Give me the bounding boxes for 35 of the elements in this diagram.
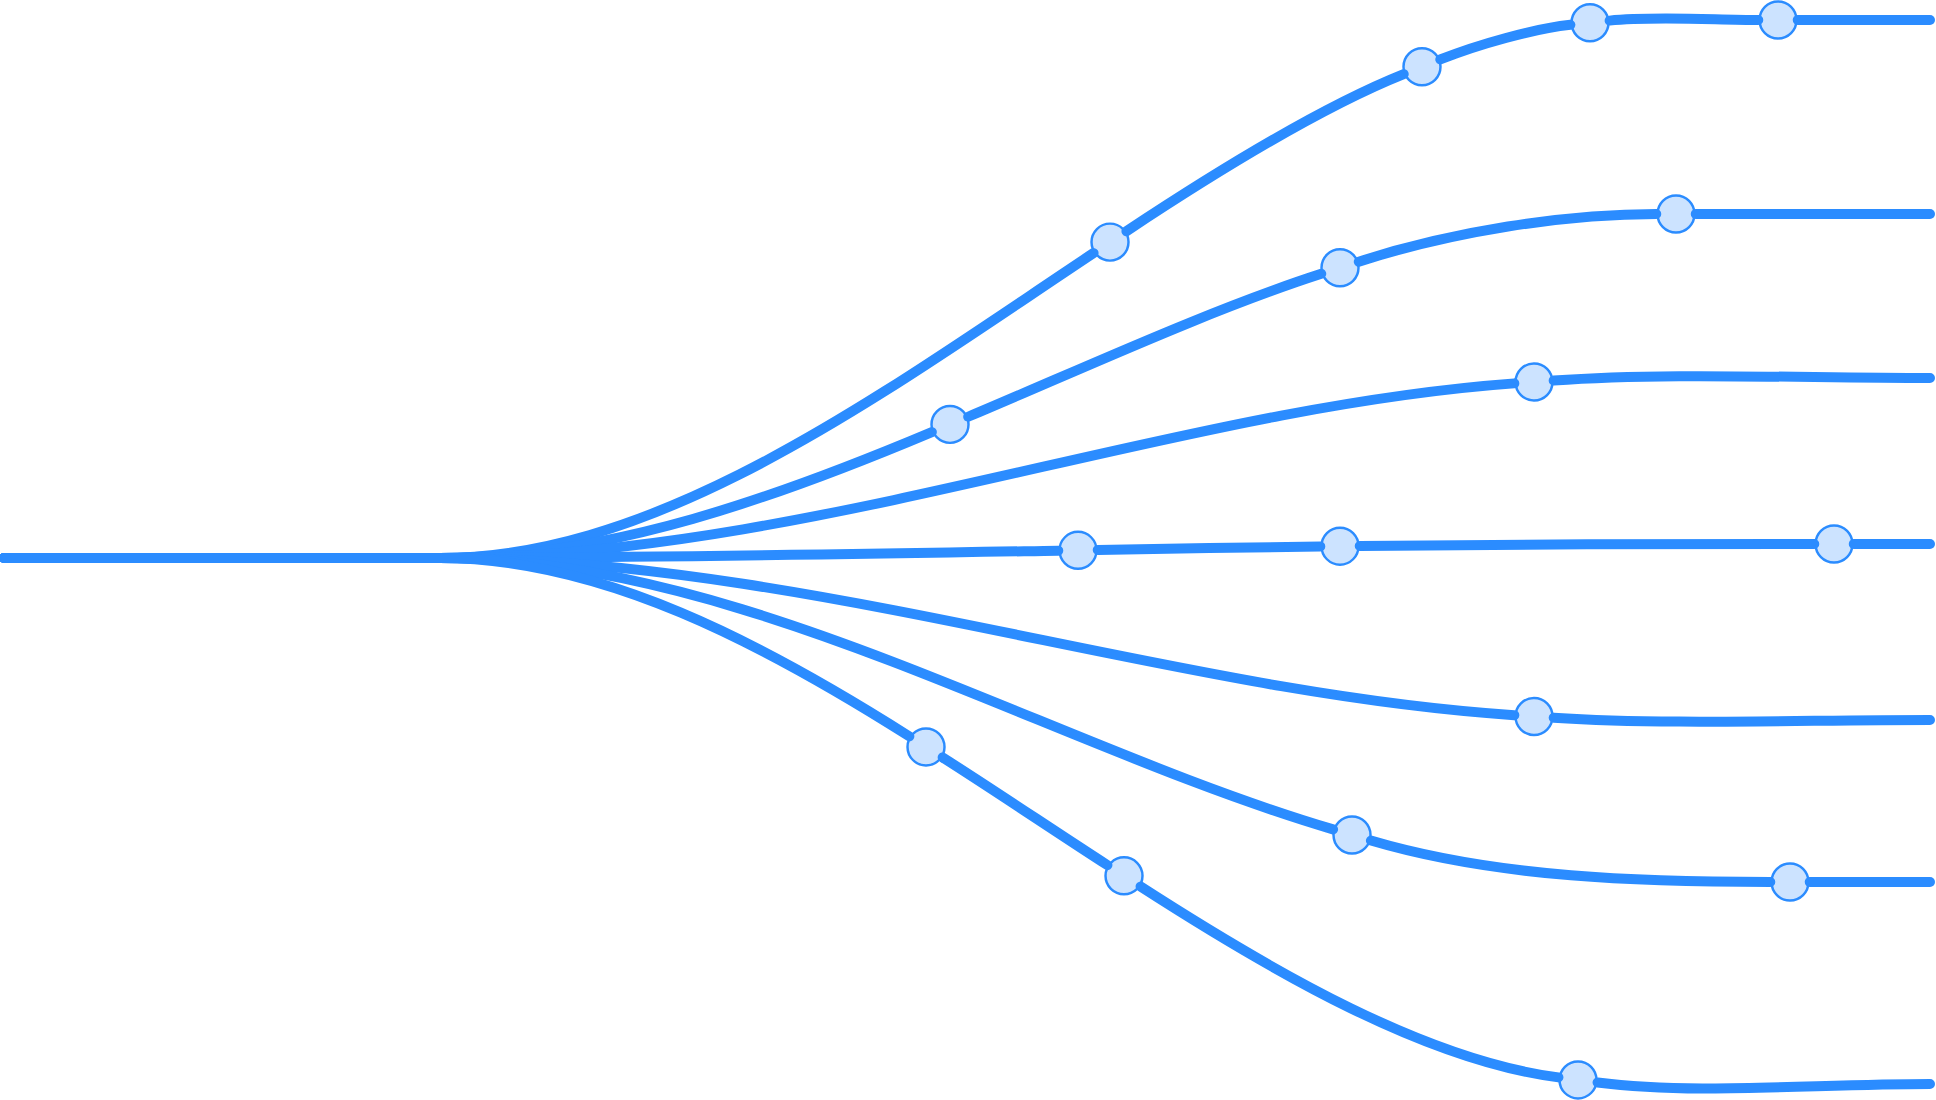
branch-line [1690,209,1935,219]
circle-marker [1058,530,1098,571]
branch-line [1548,371,1935,386]
branch-line [1121,69,1409,237]
branch-line [1604,13,1764,26]
circle-marker [1402,47,1442,87]
circle-marker [930,404,970,445]
branch-line [1353,209,1662,267]
branch-line [1135,881,1564,1083]
circle-marker [906,727,946,767]
branch-line [1548,712,1935,727]
circle-marker [1570,3,1610,43]
circle-marker [1090,222,1130,262]
branch-line [1092,541,1326,555]
circle-marker [1558,1060,1598,1100]
circle-marker [1104,856,1144,896]
branch-line [1354,539,1820,551]
branch-line [1435,19,1576,65]
branch-line [963,268,1327,422]
circle-marker [1332,815,1372,855]
branch-line [1848,539,1935,549]
branch-line [0,553,915,742]
circle-marker [1320,526,1360,566]
branch-line [1592,1077,1935,1094]
circle-marker [1758,0,1798,40]
circle-marker [1656,194,1696,234]
circle-marker [1320,248,1360,288]
branch-line [1792,15,1935,25]
branch-line [937,752,1113,871]
branch-line [1365,835,1776,887]
circle-marker [1770,862,1810,902]
circle-marker [1814,524,1854,564]
circle-marker [1514,362,1554,402]
branch-line [1804,877,1935,887]
circle-marker [1514,696,1554,737]
